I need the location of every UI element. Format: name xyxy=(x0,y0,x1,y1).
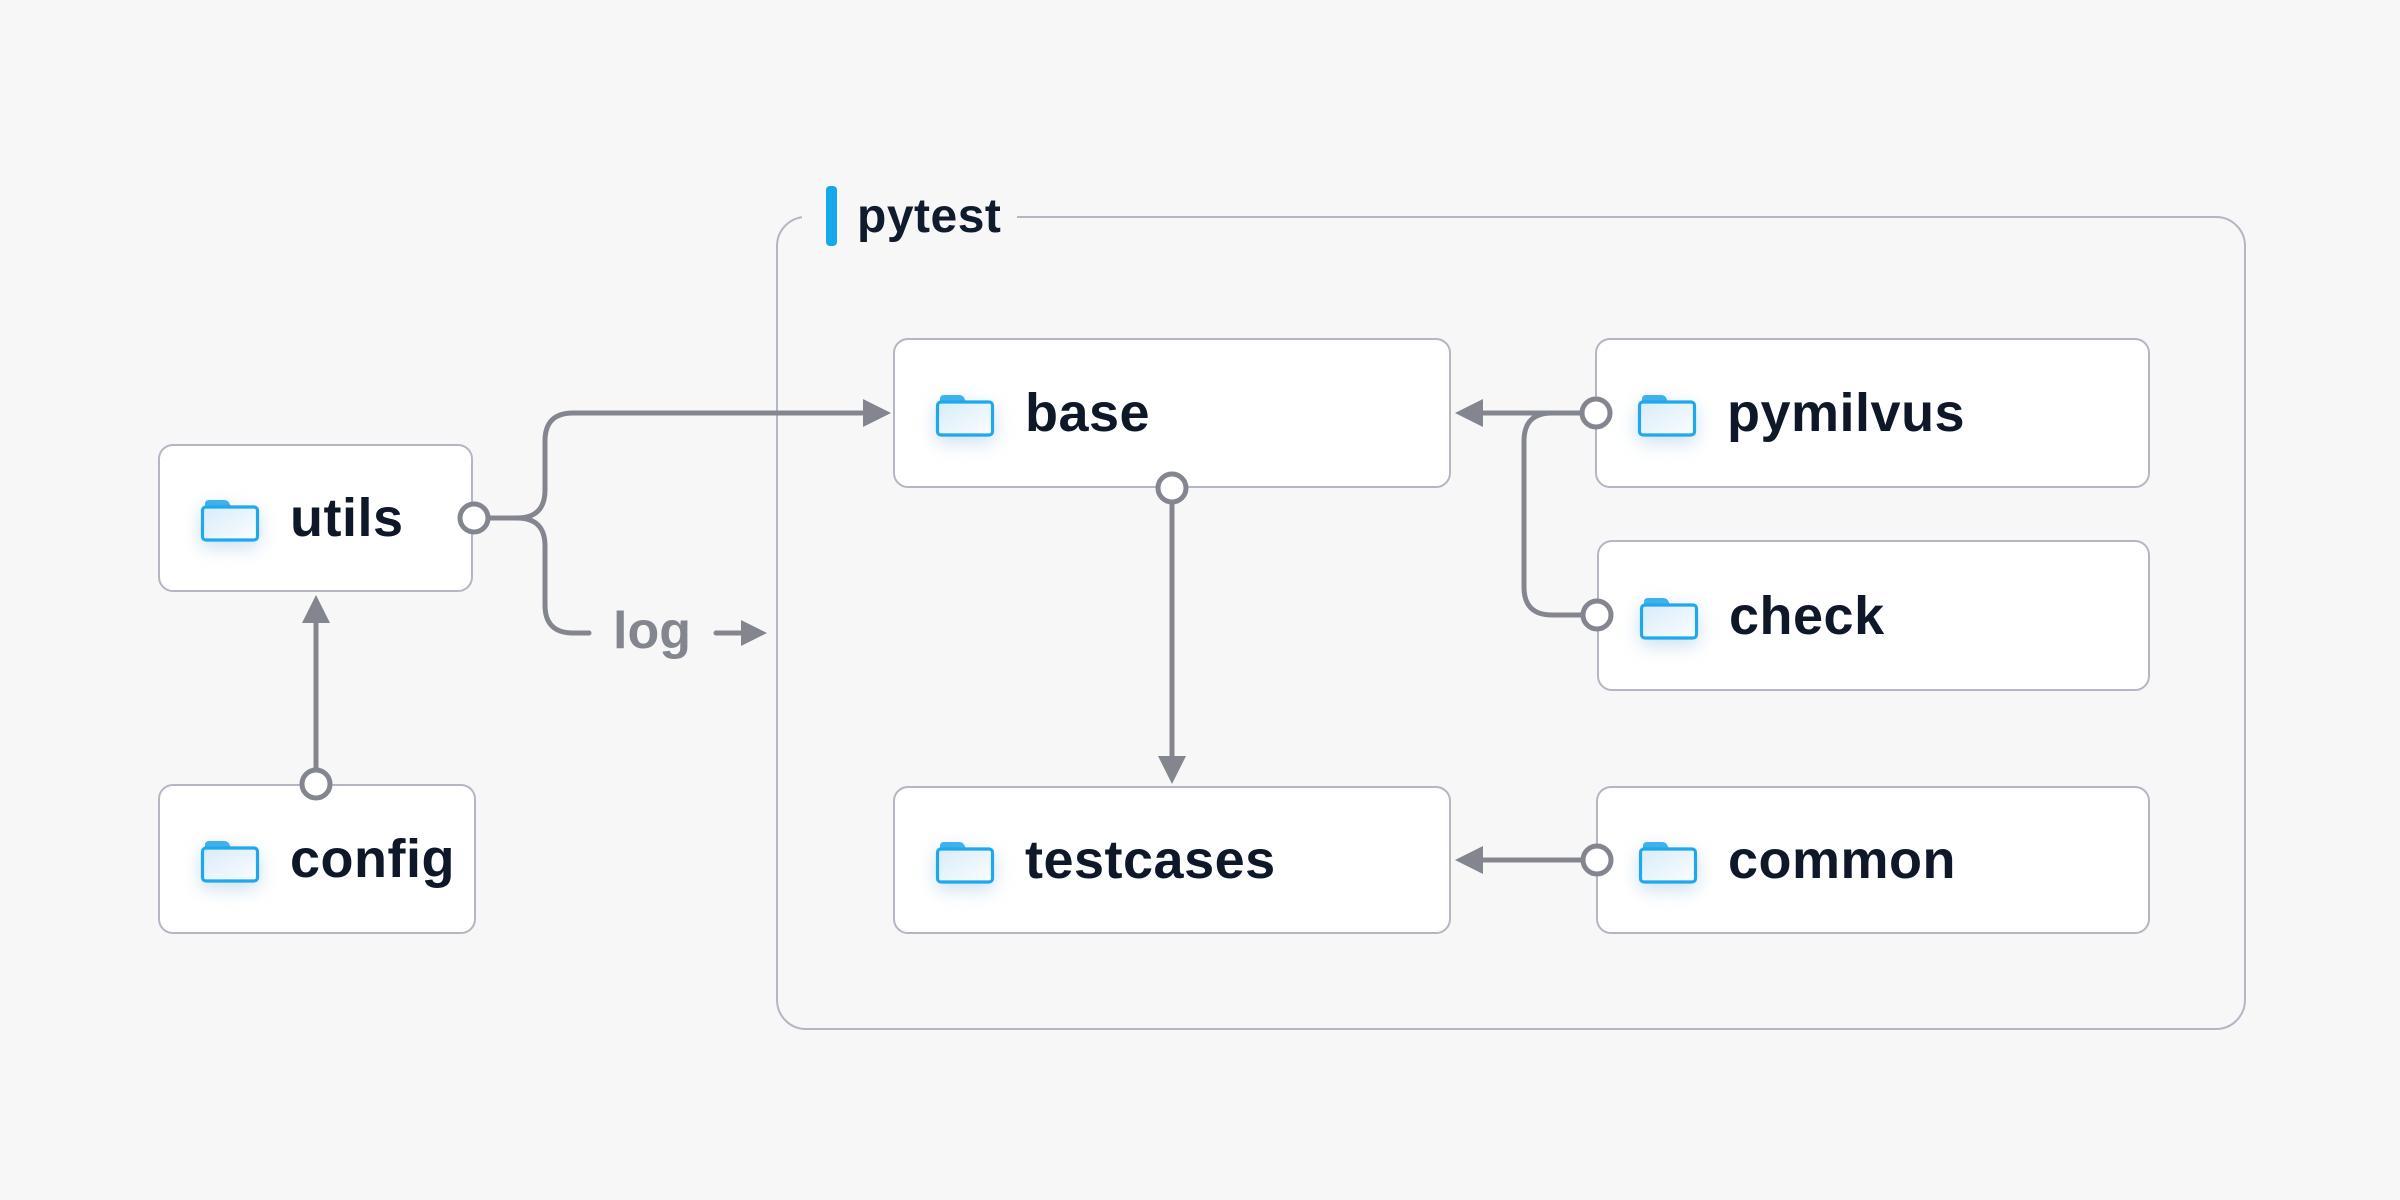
folder-icon xyxy=(935,395,995,437)
pytest-group-title: pytest xyxy=(857,189,1002,243)
pytest-group-label: pytest xyxy=(802,183,1018,249)
accent-bar xyxy=(826,186,837,246)
log-arrowhead xyxy=(741,620,767,646)
node-config: config xyxy=(158,784,476,934)
node-common: common xyxy=(1596,786,2150,934)
node-label: check xyxy=(1729,585,1885,646)
node-utils: utils xyxy=(158,444,473,592)
node-label: testcases xyxy=(1025,830,1276,890)
folder-icon xyxy=(1639,597,1699,640)
node-label: common xyxy=(1728,830,1957,890)
node-label: pymilvus xyxy=(1727,383,1966,443)
node-label: base xyxy=(1025,383,1151,443)
folder-icon xyxy=(200,841,260,883)
folder-icon xyxy=(200,500,260,542)
pytest-group-container xyxy=(776,216,2246,1030)
node-label: utils xyxy=(290,488,404,548)
folder-icon xyxy=(935,842,995,884)
folder-icon xyxy=(1638,842,1698,884)
edge-utils-to-log xyxy=(514,515,592,636)
node-check: check xyxy=(1597,540,2150,691)
folder-icon xyxy=(1637,395,1697,437)
log-edge-label: log xyxy=(613,602,691,660)
node-pymilvus: pymilvus xyxy=(1595,338,2150,488)
node-testcases: testcases xyxy=(893,786,1451,934)
node-base: base xyxy=(893,338,1451,488)
arrowhead-up-utils xyxy=(302,595,330,623)
node-label: config xyxy=(290,829,455,889)
